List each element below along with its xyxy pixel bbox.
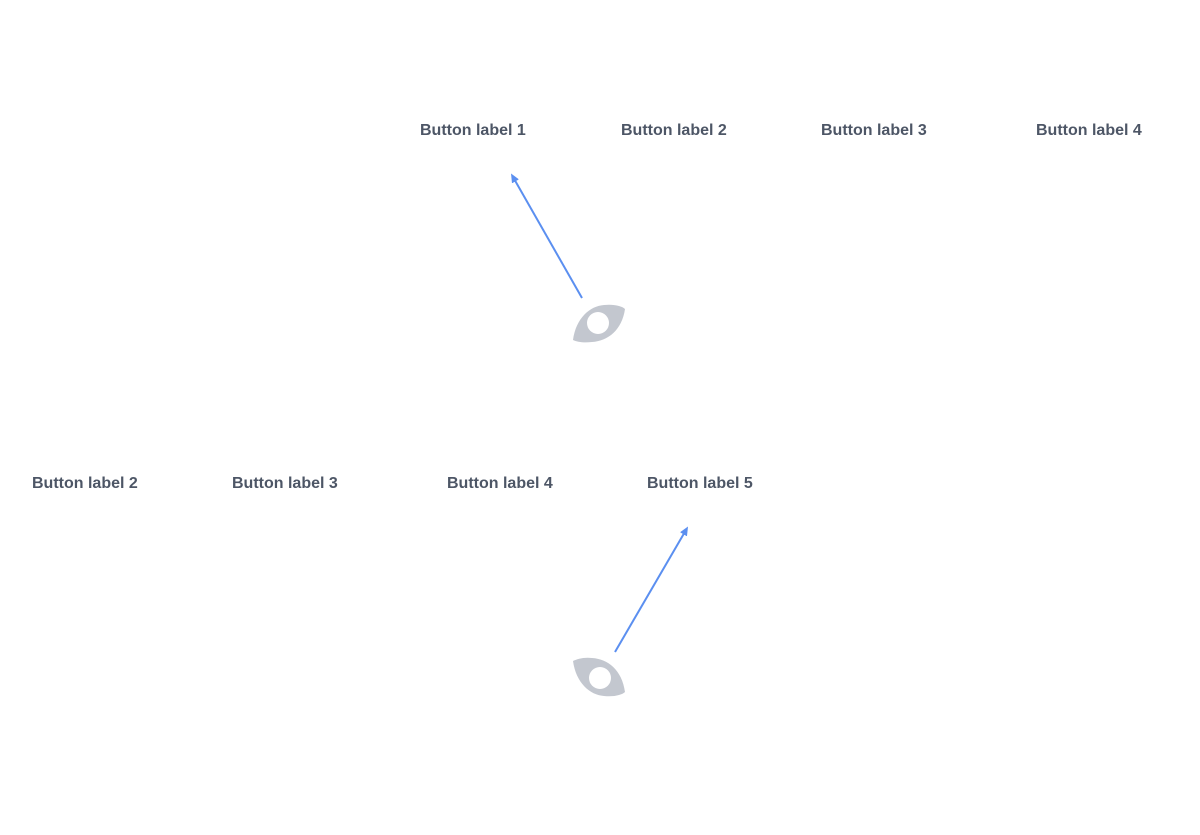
bottom-eye-icon xyxy=(573,657,625,697)
button-label-3[interactable]: Button label 3 xyxy=(232,475,338,492)
button-label-2[interactable]: Button label 2 xyxy=(621,122,727,139)
button-label-3[interactable]: Button label 3 xyxy=(821,122,927,139)
button-label-5[interactable]: Button label 5 xyxy=(647,475,753,492)
top-gaze-arrow-icon xyxy=(511,173,583,299)
button-label-1[interactable]: Button label 1 xyxy=(420,122,526,139)
top-eye-icon xyxy=(573,304,625,343)
button-label-4[interactable]: Button label 4 xyxy=(1036,122,1142,139)
button-label-2[interactable]: Button label 2 xyxy=(32,475,138,492)
bottom-gaze-arrow-icon xyxy=(614,526,689,653)
button-label-4[interactable]: Button label 4 xyxy=(447,475,553,492)
